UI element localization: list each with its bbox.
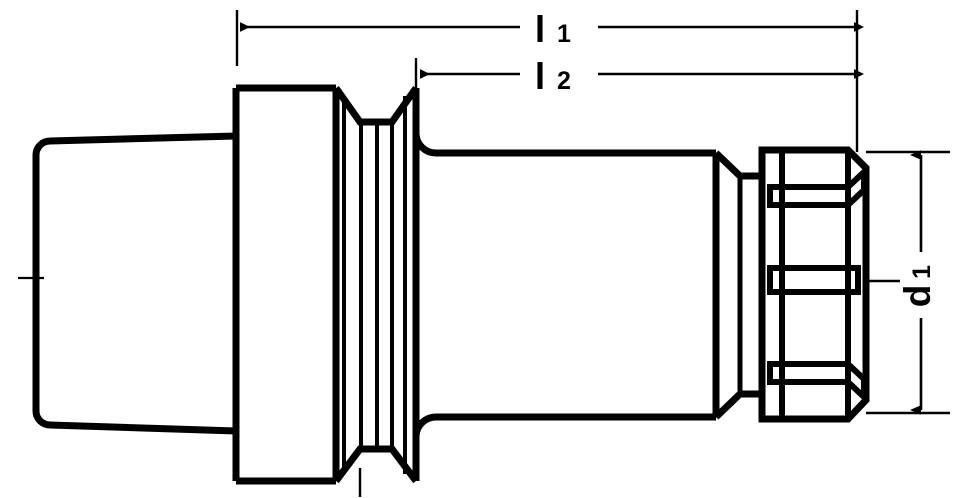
d1-subscript: 1 (908, 265, 936, 279)
l2-label: l (535, 56, 545, 97)
l1-label-group: l 1 (535, 9, 571, 50)
groove-rib-lines (342, 96, 407, 474)
d1-label-group: d 1 (897, 265, 938, 307)
l2-subscript: 2 (557, 67, 571, 95)
collet-nut (758, 146, 870, 423)
nut-slot-bottom (767, 361, 867, 404)
cylindrical-body (412, 133, 716, 437)
taper-shank (32, 132, 237, 435)
flange-outline (236, 84, 336, 485)
dimension-l2 (414, 58, 864, 94)
body-bottom-profile (412, 413, 716, 437)
centerline-group (18, 276, 900, 497)
shoulder-bottom-chamfer (713, 390, 762, 420)
nut-slot-middle (767, 265, 861, 295)
shoulder-top-chamfer (713, 150, 762, 180)
dimension-l1 (235, 10, 864, 152)
body-top-profile (412, 133, 716, 157)
shank-outline (32, 132, 237, 435)
v-groove (333, 85, 420, 484)
d1-label: d (897, 285, 938, 308)
nut-slot-top (767, 165, 867, 208)
l1-subscript: 1 (557, 20, 571, 48)
l1-label: l (535, 9, 545, 50)
dimension-d1 (866, 150, 950, 415)
l2-label-group: l 2 (535, 56, 571, 97)
shoulder-ring (712, 150, 766, 420)
flange-collar (232, 84, 340, 485)
